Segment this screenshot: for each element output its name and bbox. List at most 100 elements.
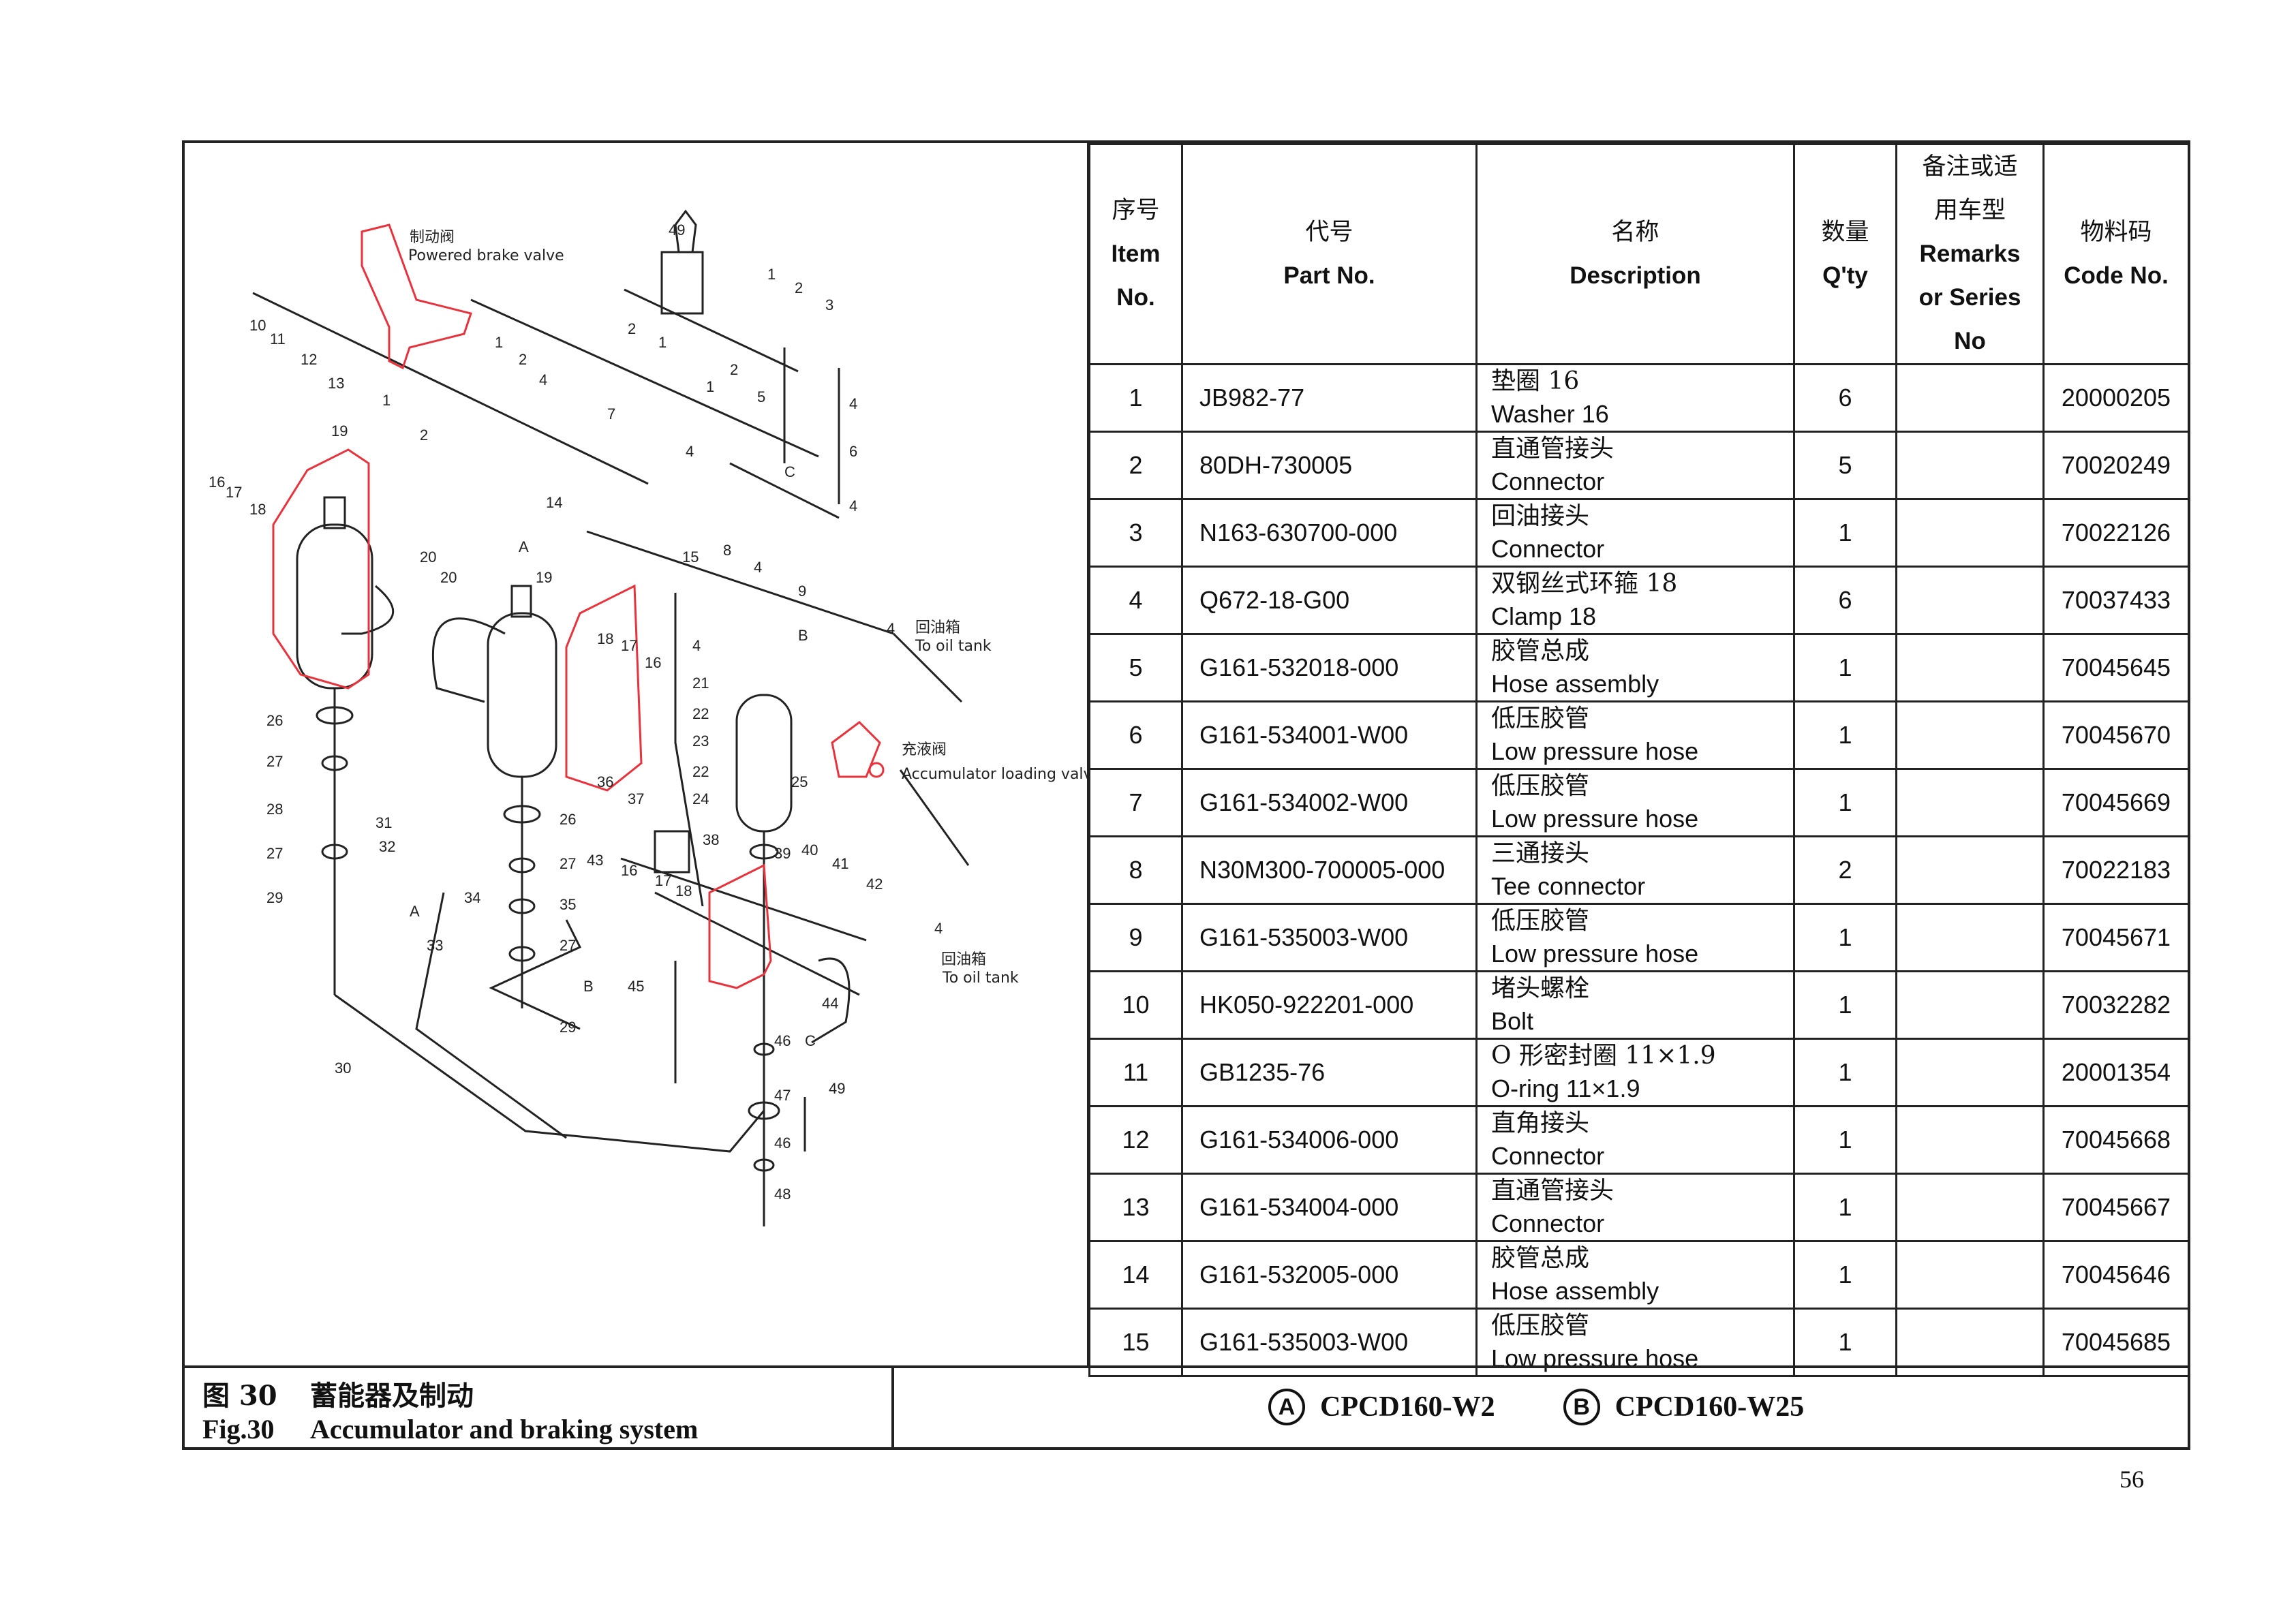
series-a: A CPCD160-W2 [1268, 1389, 1495, 1425]
quantity-cell: 2 [1793, 835, 1897, 905]
caption-divider [891, 1368, 894, 1450]
part-number-cell: G161-534006-000 [1181, 1105, 1478, 1175]
svg-text:18: 18 [597, 630, 613, 647]
svg-text:1: 1 [382, 392, 391, 409]
code-cell: 70045667 [2042, 1173, 2190, 1242]
header-remarks: 备注或适 用车型 Remarks or Series No [1895, 143, 2045, 365]
description-zh: 低压胶管 [1491, 772, 1590, 800]
description-zh: 低压胶管 [1491, 1312, 1590, 1340]
part-number-cell: G161-534004-000 [1181, 1173, 1478, 1242]
svg-text:36: 36 [597, 773, 613, 790]
svg-text:35: 35 [560, 896, 576, 913]
svg-text:4: 4 [692, 637, 701, 654]
remarks-cell [1895, 363, 2045, 433]
svg-text:19: 19 [331, 422, 348, 439]
svg-text:42: 42 [866, 876, 883, 893]
item-cell: 3 [1088, 498, 1183, 568]
svg-text:18: 18 [675, 882, 692, 899]
brake-valve-zh: 制动阀 [410, 229, 455, 246]
page-number: 56 [2119, 1466, 2144, 1493]
remarks-cell [1895, 498, 2045, 568]
description-zh: 三通接头 [1491, 839, 1590, 867]
svg-text:25: 25 [791, 773, 808, 790]
svg-text:46: 46 [774, 1032, 791, 1049]
svg-text:19: 19 [536, 569, 552, 586]
description-zh: 垫圈 16 [1491, 367, 1580, 395]
svg-text:49: 49 [829, 1080, 845, 1097]
svg-text:44: 44 [822, 995, 838, 1012]
series-b: B CPCD160-W25 [1563, 1389, 1805, 1425]
svg-text:9: 9 [798, 583, 806, 600]
svg-text:21: 21 [692, 675, 709, 692]
part-number-cell: N30M300-700005-000 [1181, 835, 1478, 905]
svg-text:26: 26 [560, 811, 576, 828]
svg-text:20: 20 [420, 548, 436, 566]
item-cell: 8 [1088, 835, 1183, 905]
item-cell: 2 [1088, 431, 1183, 500]
part-number-cell: G161-532005-000 [1181, 1240, 1478, 1310]
part-number-cell: 80DH-730005 [1181, 431, 1478, 500]
svg-text:12: 12 [301, 351, 317, 368]
table-header-row: 序号 Item No. 代号 Part No. 名称 Description 数… [1088, 143, 2190, 365]
part-number-cell: G161-535003-W00 [1181, 903, 1478, 972]
quantity-cell: 1 [1793, 1105, 1897, 1175]
svg-text:43: 43 [587, 852, 603, 869]
description-zh: 胶管总成 [1491, 637, 1590, 665]
svg-text:1: 1 [767, 266, 776, 283]
svg-text:45: 45 [628, 978, 644, 995]
svg-text:27: 27 [560, 937, 576, 954]
remarks-cell [1895, 835, 2045, 905]
svg-text:A: A [410, 903, 420, 920]
code-cell: 70045668 [2042, 1105, 2190, 1175]
svg-text:2: 2 [519, 351, 527, 368]
description-en: Low pressure hose [1491, 737, 1699, 765]
svg-text:29: 29 [560, 1019, 576, 1036]
svg-text:16: 16 [209, 474, 225, 491]
description-en: Connector [1491, 1209, 1605, 1237]
series-legend: A CPCD160-W2 B CPCD160-W25 [1268, 1389, 1872, 1425]
svg-text:2: 2 [628, 320, 636, 337]
quantity-cell: 5 [1793, 431, 1897, 500]
description-en: Connector [1491, 467, 1605, 495]
part-number-cell: G161-532018-000 [1181, 633, 1478, 702]
quantity-cell: 6 [1793, 363, 1897, 433]
header-quantity: 数量 Q'ty [1793, 143, 1897, 365]
item-cell: 14 [1088, 1240, 1183, 1310]
svg-text:49: 49 [669, 221, 685, 238]
oil-tank-en-2: To oil tank [942, 970, 1019, 987]
code-cell: 70045646 [2042, 1240, 2190, 1310]
svg-text:37: 37 [628, 790, 644, 807]
quantity-cell: 1 [1793, 633, 1897, 702]
item-cell: 11 [1088, 1038, 1183, 1107]
remarks-cell [1895, 1105, 2045, 1175]
parts-table: 序号 Item No. 代号 Part No. 名称 Description 数… [1088, 143, 2190, 1377]
svg-text:B: B [798, 627, 808, 644]
description-cell: 胶管总成 Hose assembly [1475, 1240, 1795, 1310]
svg-text:A: A [519, 538, 529, 555]
part-number-cell: G161-534002-W00 [1181, 768, 1478, 837]
svg-text:17: 17 [621, 637, 637, 654]
series-b-mark: B [1563, 1389, 1600, 1425]
description-en: Hose assembly [1491, 1277, 1659, 1305]
svg-text:33: 33 [427, 937, 443, 954]
item-cell: 7 [1088, 768, 1183, 837]
series-b-model: CPCD160-W25 [1614, 1391, 1805, 1423]
svg-text:4: 4 [887, 620, 895, 637]
description-zh: 低压胶管 [1491, 705, 1590, 732]
svg-text:4: 4 [849, 395, 857, 412]
svg-text:24: 24 [692, 790, 709, 807]
item-cell: 5 [1088, 633, 1183, 702]
svg-text:2: 2 [420, 427, 428, 444]
description-zh: 胶管总成 [1491, 1244, 1590, 1272]
oil-tank-zh-1: 回油箱 [915, 619, 960, 636]
